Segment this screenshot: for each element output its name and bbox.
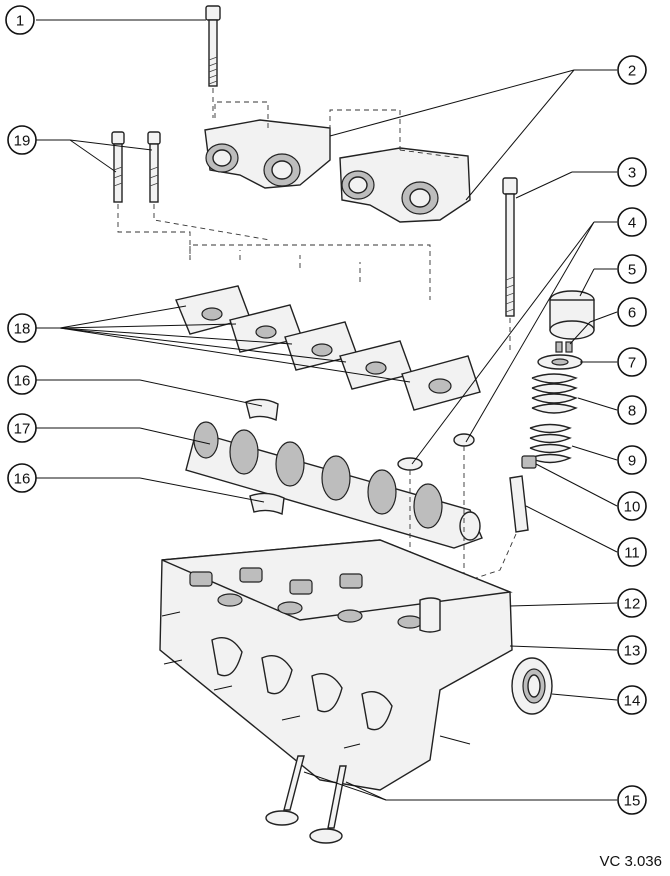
callout-6: 6 — [617, 297, 647, 327]
valve-springs — [529, 373, 578, 464]
camshaft — [185, 421, 483, 549]
camshaft-oil-seal — [511, 657, 553, 715]
cylinder-head — [159, 539, 513, 791]
callout-13: 13 — [617, 635, 647, 665]
callout-1: 1 — [5, 5, 35, 35]
callout-7: 7 — [617, 347, 647, 377]
callout-17-label: 17 — [14, 421, 31, 438]
callout-10: 10 — [617, 491, 647, 521]
bearing-shell-lower — [249, 492, 285, 516]
callout-16-lower-label: 16 — [14, 471, 31, 488]
callout-16-upper: 16 — [7, 365, 37, 395]
valve-guide — [509, 475, 529, 533]
hydraulic-tappet — [549, 290, 595, 340]
callout-8-label: 8 — [628, 403, 636, 420]
callout-11-label: 11 — [624, 545, 640, 562]
bolt-long-right — [502, 177, 518, 350]
callout-12: 12 — [617, 588, 647, 618]
callout-12-label: 12 — [624, 596, 641, 613]
callout-14: 14 — [617, 685, 647, 715]
valves — [265, 755, 347, 844]
callout-15-label: 15 — [624, 793, 641, 810]
callout-8: 8 — [617, 395, 647, 425]
callout-3-label: 3 — [628, 165, 636, 182]
callout-15: 15 — [617, 785, 647, 815]
callout-1-label: 1 — [16, 13, 24, 30]
small-bolts — [111, 131, 271, 260]
rocker-assembly-left — [204, 119, 331, 189]
collets-and-retainer — [537, 341, 583, 370]
callout-6-label: 6 — [628, 305, 636, 322]
callout-9-label: 9 — [628, 453, 636, 470]
callout-5-label: 5 — [628, 262, 636, 279]
rocker-assembly-right — [339, 147, 471, 223]
callout-5: 5 — [617, 254, 647, 284]
callout-7-label: 7 — [628, 355, 636, 372]
callout-19-label: 19 — [14, 133, 31, 150]
callout-11: 11 — [617, 537, 647, 567]
callout-2: 2 — [617, 55, 647, 85]
callout-10-label: 10 — [624, 499, 641, 516]
callout-3: 3 — [617, 157, 647, 187]
callout-17: 17 — [7, 413, 37, 443]
callout-4: 4 — [617, 207, 647, 237]
callout-14-label: 14 — [624, 693, 641, 710]
callout-2-label: 2 — [628, 63, 636, 80]
bearing-shell-upper — [245, 398, 279, 422]
bearing-caps-row — [175, 244, 481, 411]
callout-19: 19 — [7, 125, 37, 155]
valve-stem-seal — [521, 455, 537, 469]
callout-13-label: 13 — [624, 643, 641, 660]
callout-16-upper-label: 16 — [14, 373, 31, 390]
leader-lines — [36, 19, 618, 801]
callout-4-label: 4 — [628, 215, 636, 232]
figure-reference-code: VC 3.036 — [599, 853, 662, 870]
callout-18: 18 — [7, 313, 37, 343]
callout-18-label: 18 — [14, 321, 31, 338]
callout-9: 9 — [617, 445, 647, 475]
callout-16-lower: 16 — [7, 463, 37, 493]
bolt-long-top — [205, 5, 221, 118]
